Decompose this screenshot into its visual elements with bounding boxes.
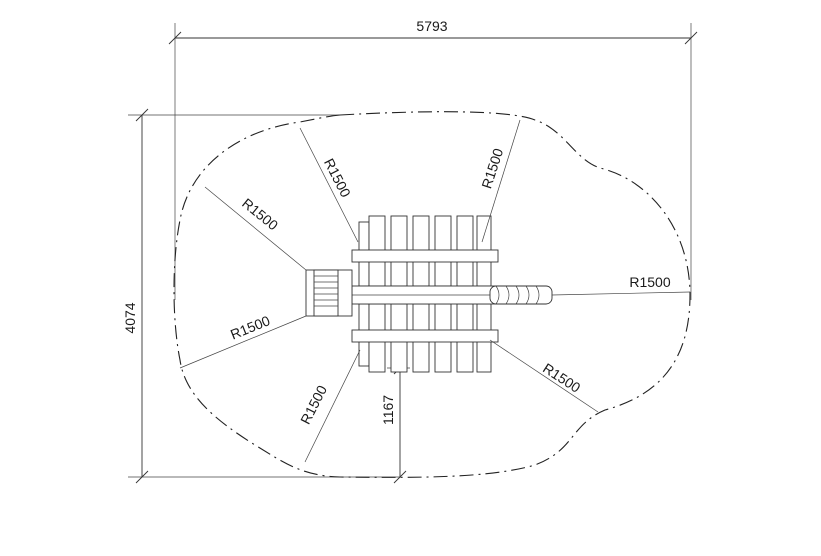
- radius-label-left-upper: R1500: [239, 195, 281, 234]
- entry-steps: [305, 269, 353, 317]
- deck-planks: [351, 215, 499, 373]
- offset-dimension: 1167: [380, 361, 410, 484]
- safety-zone-outline: [173, 111, 691, 478]
- radius-label-top-right: R1500: [478, 146, 506, 190]
- height-dimension: 4074: [122, 108, 400, 484]
- radius-leaders: [179, 119, 691, 463]
- radius-label-right: R1500: [629, 274, 670, 290]
- width-dimension: 5793: [168, 18, 698, 300]
- offset-dimension-label: 1167: [380, 395, 396, 425]
- radius-label-top-left: R1500: [321, 156, 354, 200]
- width-dimension-label: 5793: [416, 18, 447, 34]
- slide: [489, 285, 553, 305]
- radius-label-bottom-left: R1500: [297, 383, 330, 427]
- height-dimension-label: 4074: [122, 302, 138, 333]
- radius-label-left-lower: R1500: [228, 312, 272, 342]
